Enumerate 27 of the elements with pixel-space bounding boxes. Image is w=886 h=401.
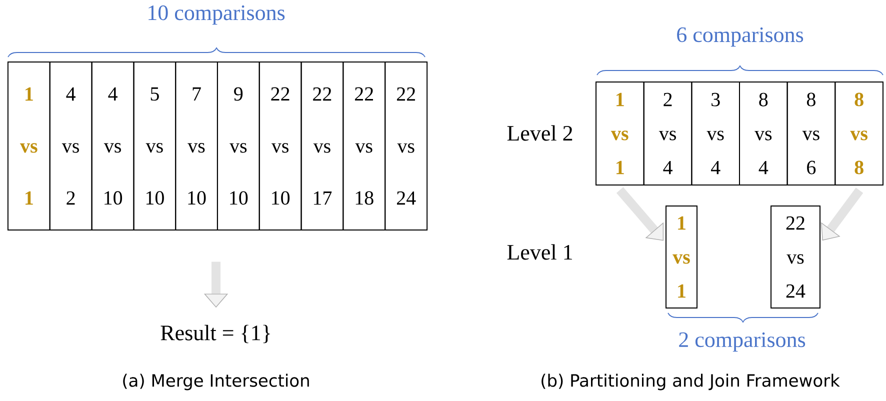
comparison-cell: 3 vs 4 (691, 82, 740, 186)
comparison-cell: 8 vs 8 (834, 82, 884, 186)
brace-label: 2 comparisons (679, 332, 806, 352)
comparison-cell: 5 vs 10 (133, 62, 176, 230)
comparison-cell: 22 vs 10 (258, 62, 302, 230)
comparison-cell: 2 vs 4 (643, 82, 692, 186)
caption: (a) Merge Intersection (123, 374, 309, 390)
brace-label: 6 comparisons (677, 27, 804, 47)
caption: (b) Partitioning and Join Framework (542, 374, 840, 390)
comparison-cell: 1 vs 1 (596, 82, 644, 186)
comparison-cell: 1 vs 1 (666, 206, 698, 308)
comparison-cell: 8 vs 4 (739, 82, 788, 186)
comparison-cell: 22 vs 24 (384, 62, 428, 230)
brace-label: 10 comparisons (148, 5, 285, 25)
result-text: Result = {1} (160, 324, 270, 344)
comparison-cell: 7 vs 10 (175, 62, 218, 230)
level-label: Level 2 (507, 125, 572, 141)
level-label: Level 1 (507, 244, 572, 260)
comparison-cell: 22 vs 18 (342, 62, 386, 230)
comparison-cell: 8 vs 6 (786, 82, 836, 186)
comparison-cell: 4 vs 10 (91, 62, 134, 230)
comparison-cell: 1 vs 1 (7, 62, 50, 230)
comparison-cell: 9 vs 10 (216, 62, 260, 230)
comparison-cell: 22 vs 17 (300, 62, 344, 230)
comparison-cell: 4 vs 2 (49, 62, 92, 230)
arrow (616, 187, 664, 241)
comparison-cell: 22 vs 24 (770, 206, 820, 308)
